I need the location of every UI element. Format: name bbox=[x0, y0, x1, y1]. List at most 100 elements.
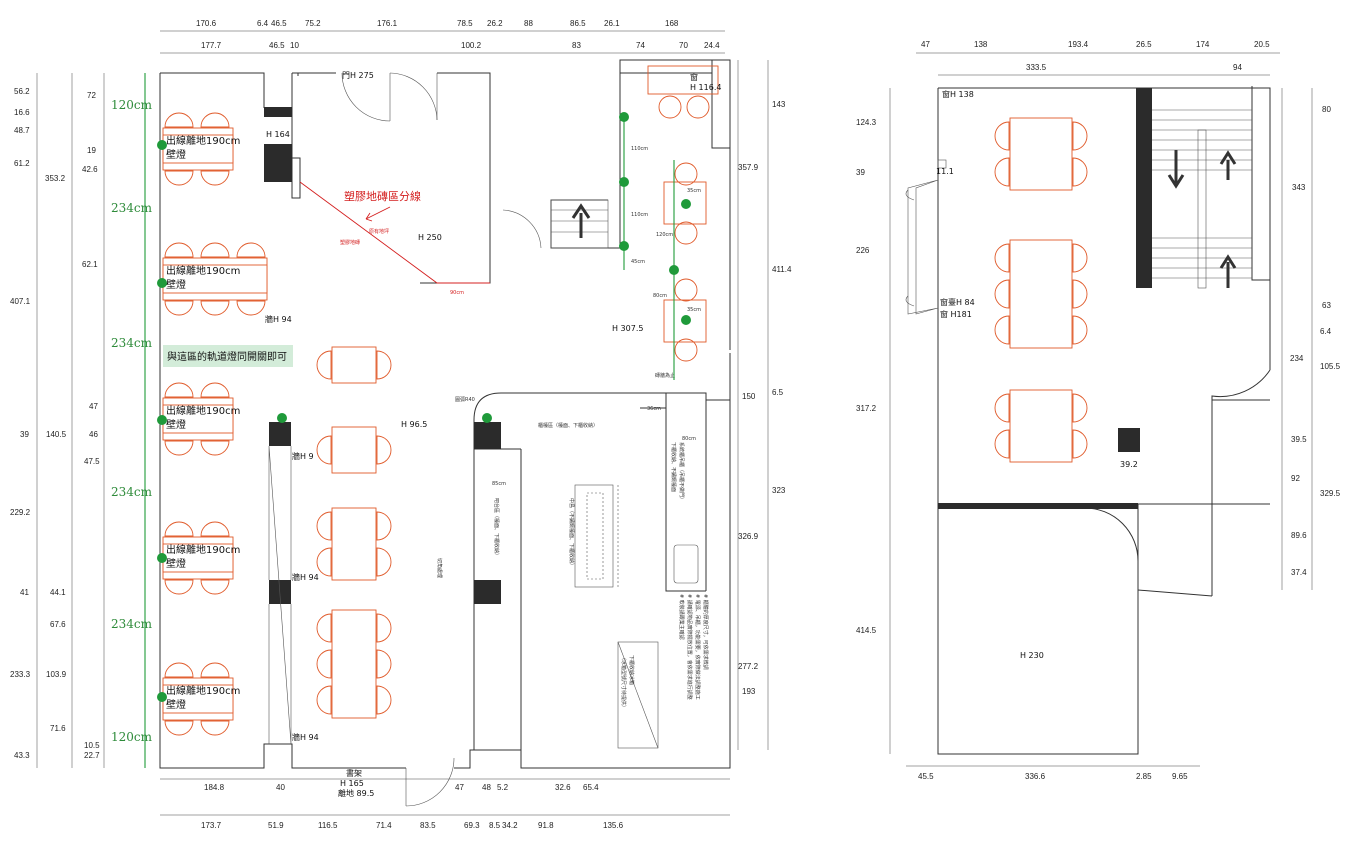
chair bbox=[164, 242, 194, 258]
dim-right: 411.4 bbox=[772, 265, 792, 274]
dim-bottom: 65.4 bbox=[583, 783, 599, 792]
chair bbox=[316, 547, 332, 577]
chair bbox=[164, 440, 194, 456]
chair bbox=[994, 315, 1010, 345]
dim-p2-right: 37.4 bbox=[1291, 568, 1307, 577]
dim-top2: 70 bbox=[679, 41, 688, 50]
dim-top: 88 bbox=[524, 19, 533, 28]
dim-p2-bottom: 336.6 bbox=[1025, 772, 1046, 781]
chair bbox=[376, 685, 392, 715]
dim-bottom2: 34.2 bbox=[502, 821, 518, 830]
chair bbox=[376, 613, 392, 643]
dim-left: 41 bbox=[20, 588, 29, 597]
chair bbox=[1072, 315, 1088, 345]
fixture-height-label: 出線離地190cm bbox=[166, 264, 240, 277]
chair bbox=[164, 521, 194, 537]
dim-top2: 10 bbox=[290, 41, 299, 50]
fridge-note: （冰箱型號尺寸待提供） bbox=[620, 655, 627, 710]
dim-p2-bottom: 9.65 bbox=[1172, 772, 1188, 781]
stool bbox=[674, 162, 698, 186]
column bbox=[264, 144, 292, 182]
dim-p2-right2: 105.5 bbox=[1320, 362, 1341, 371]
wall-label: 牆H 94 bbox=[292, 572, 319, 582]
dim-top2: 46.5 bbox=[269, 41, 285, 50]
chair bbox=[1072, 279, 1088, 309]
dim-left2: 42.6 bbox=[82, 165, 98, 174]
column bbox=[264, 107, 292, 117]
sconce-marker bbox=[157, 692, 167, 702]
fixture-height-label: 出線離地190cm bbox=[166, 134, 240, 147]
dim-top: 176.1 bbox=[377, 19, 398, 28]
dim-bottom: 47 bbox=[455, 783, 464, 792]
chair bbox=[994, 393, 1010, 423]
bookshelf-height: H 165 bbox=[340, 779, 364, 788]
chair bbox=[200, 662, 230, 678]
wall-label: 牆H 9 bbox=[292, 451, 314, 461]
dim-label: 11.1 bbox=[936, 167, 954, 176]
dim-left: 16.6 bbox=[14, 108, 30, 117]
dim-top: 46.5 bbox=[271, 19, 287, 28]
dim-left: 407.1 bbox=[10, 297, 31, 306]
dining-table bbox=[1009, 117, 1073, 191]
dining-table bbox=[331, 426, 377, 474]
fridge-label: 下櫃收納冰箱 bbox=[628, 655, 635, 685]
dim-bottom: 184.8 bbox=[204, 783, 225, 792]
column bbox=[474, 580, 501, 604]
fixture-box bbox=[162, 404, 234, 434]
dim-bottom2: 116.5 bbox=[318, 821, 338, 830]
dist-label: 80cm bbox=[653, 293, 667, 299]
chair bbox=[994, 121, 1010, 151]
stool bbox=[674, 338, 698, 362]
dim-left: 233.3 bbox=[10, 670, 31, 679]
wall-label: 牆H 94 bbox=[265, 314, 292, 324]
chair bbox=[1072, 157, 1088, 187]
dim-left: 48.7 bbox=[14, 126, 30, 135]
dim-top: 78.5 bbox=[457, 19, 473, 28]
stool bbox=[686, 95, 710, 119]
sconce-marker bbox=[681, 315, 691, 325]
dist-label: 35cm bbox=[687, 188, 701, 194]
column bbox=[474, 422, 501, 449]
dim-top2: 100.2 bbox=[461, 41, 482, 50]
wall-label: 牆H 94 bbox=[292, 732, 319, 742]
dim-right: 193 bbox=[742, 687, 756, 696]
door-label: 門H 275 bbox=[342, 71, 374, 80]
cabinet-note: 系統櫃吊櫃（吊櫃不做門）下櫃收納、不鏽鋼檯面 bbox=[670, 442, 685, 502]
sconce-marker bbox=[482, 413, 492, 423]
chair bbox=[1072, 121, 1088, 151]
dim-p2-left: 124.3 bbox=[856, 118, 877, 127]
chair bbox=[1072, 429, 1088, 459]
dim-left2: 46 bbox=[89, 430, 98, 439]
dim-right2: 357.9 bbox=[738, 163, 759, 172]
sconce-label: 壁燈 bbox=[166, 698, 186, 711]
dim-p2-left: 317.2 bbox=[856, 404, 877, 413]
dim-p2-left: 39 bbox=[856, 168, 865, 177]
dining-table bbox=[1009, 239, 1073, 349]
chair bbox=[164, 300, 194, 316]
dim-top2: 74 bbox=[636, 41, 645, 50]
island-label: 中島（不鏽鋼檯面、下櫃收納） bbox=[568, 498, 575, 568]
sconce-marker bbox=[619, 112, 629, 122]
chair bbox=[200, 242, 230, 258]
chair bbox=[236, 300, 266, 316]
plan-ground-floor: 170.6 6.4 46.5 75.2 176.1 78.5 26.2 88 8… bbox=[10, 19, 792, 830]
cut-corner: 切角處理 bbox=[436, 558, 443, 578]
sconce-marker bbox=[619, 241, 629, 251]
dim-left: 43.3 bbox=[14, 751, 30, 760]
dim-p2-top2: 333.5 bbox=[1026, 63, 1047, 72]
green-dim: 120cm bbox=[111, 98, 153, 112]
stool bbox=[674, 221, 698, 245]
dim-bottom2: 8.5 bbox=[489, 821, 501, 830]
chair bbox=[1072, 393, 1088, 423]
dim-p2-top2: 94 bbox=[1233, 63, 1242, 72]
dim-left2: 103.9 bbox=[46, 670, 67, 679]
dim-p2-bottom: 45.5 bbox=[918, 772, 934, 781]
dim-bottom2: 69.3 bbox=[464, 821, 480, 830]
red-note: 塑膠地磚 bbox=[340, 239, 360, 246]
dim-p2-right2: 329.5 bbox=[1320, 489, 1341, 498]
fixture-height-label: 出線離地190cm bbox=[166, 404, 240, 417]
